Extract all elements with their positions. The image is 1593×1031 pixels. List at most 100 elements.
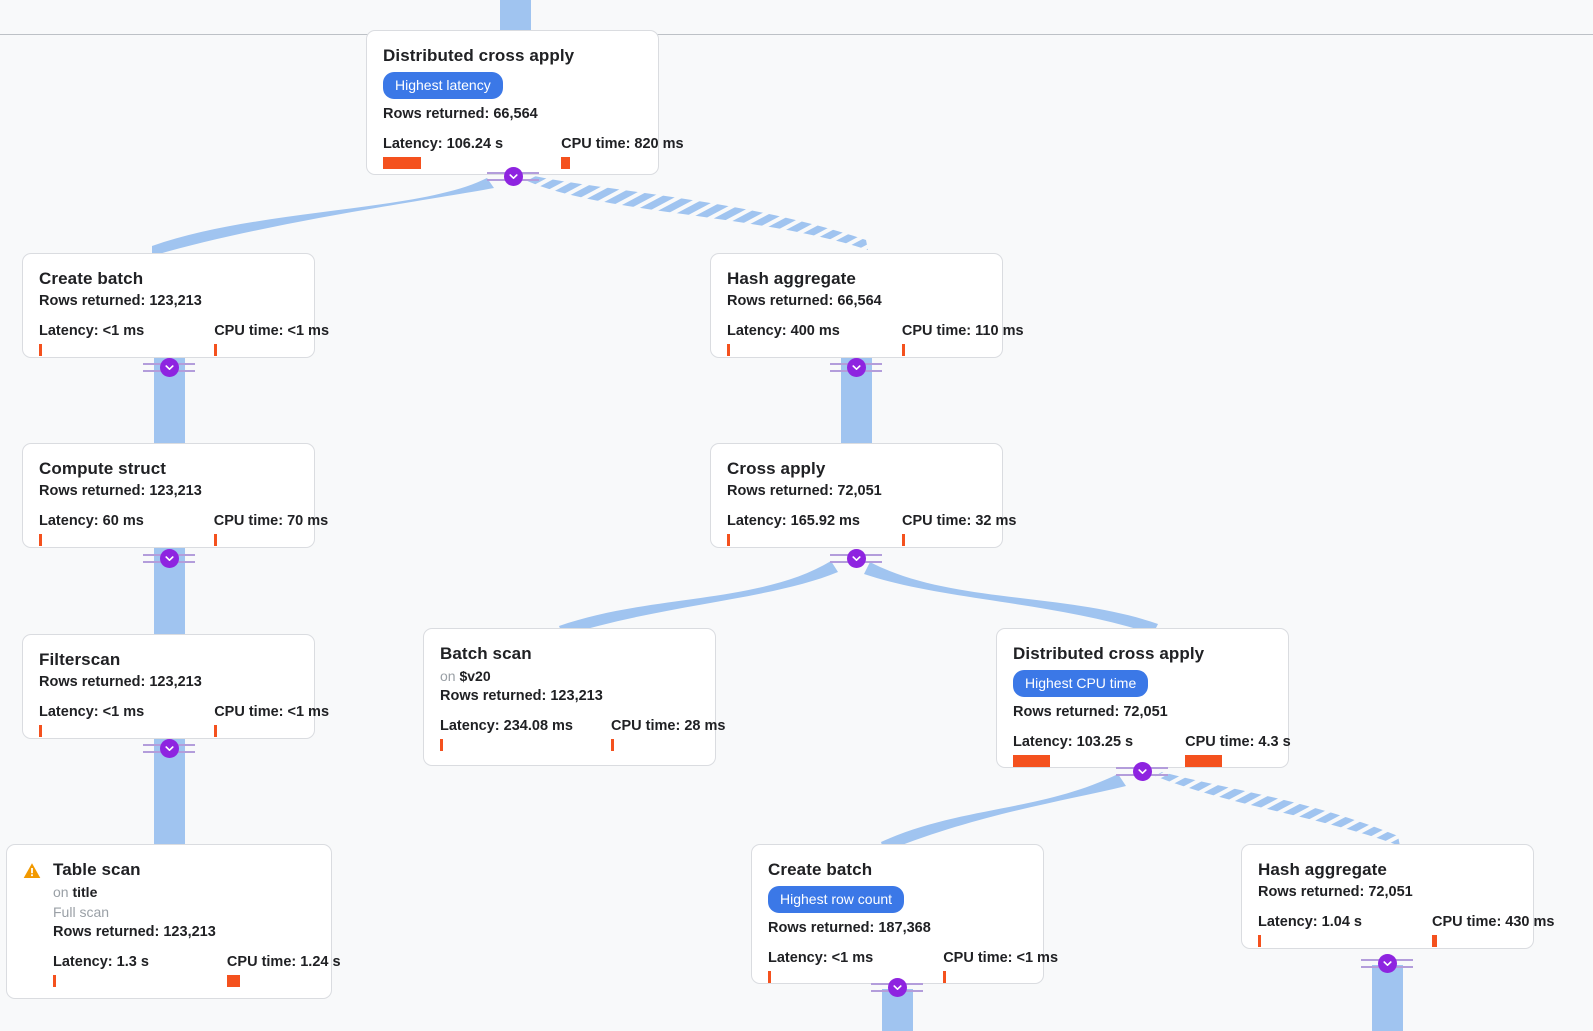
latency-bar	[727, 344, 730, 356]
collapse-toggle-toggle-compute-struct[interactable]	[143, 548, 195, 568]
collapse-toggle-toggle-hash-aggregate-lower[interactable]	[1361, 953, 1413, 973]
collapse-toggle-toggle-filterscan[interactable]	[143, 738, 195, 758]
cpu-time-bar	[213, 534, 217, 546]
latency-metric: Latency: 106.24 s	[383, 136, 503, 169]
collapse-toggle-toggle-cross-apply[interactable]	[830, 548, 882, 568]
rows-returned-label: Rows returned: 72,051	[1258, 884, 1413, 900]
node-title: Cross apply	[727, 459, 826, 478]
latency-label: Latency: 1.04 s	[1258, 914, 1362, 930]
latency-metric: Latency: 60 ms	[39, 513, 144, 546]
collapse-toggle-toggle-top[interactable]	[487, 166, 539, 186]
latency-bar	[440, 739, 443, 751]
rows-returned-label: Rows returned: 123,213	[39, 293, 202, 309]
cpu-time-label: CPU time: 70 ms	[213, 513, 329, 529]
cpu-time-metric: CPU time: 32 ms	[902, 513, 1016, 546]
node-title: Create batch	[768, 860, 873, 879]
chevron-down-icon[interactable]	[846, 548, 866, 568]
chevron-down-icon[interactable]	[887, 977, 907, 997]
chevron-down-icon[interactable]	[1132, 761, 1152, 781]
metrics-row: Latency: 1.3 s CPU time: 1.24 s	[53, 954, 341, 987]
cpu-time-bar	[1185, 755, 1223, 767]
collapse-toggle-toggle-create-batch-left[interactable]	[143, 357, 195, 377]
node-title: Distributed cross apply	[1013, 644, 1205, 663]
collapse-toggle-toggle-distributed-lower[interactable]	[1116, 761, 1168, 781]
chevron-down-icon[interactable]	[159, 357, 179, 377]
latency-bar	[1013, 755, 1050, 767]
node-target-value: $v20	[459, 668, 491, 684]
cpu-time-label: CPU time: <1 ms	[214, 704, 330, 720]
cpu-time-label: CPU time: <1 ms	[943, 950, 1059, 966]
latency-label: Latency: <1 ms	[39, 323, 145, 339]
cpu-time-bar	[902, 534, 905, 546]
latency-label: Latency: <1 ms	[768, 950, 874, 966]
latency-bar	[727, 534, 730, 546]
node-title: Filterscan	[39, 650, 121, 669]
chevron-down-icon[interactable]	[159, 548, 179, 568]
cpu-time-metric: CPU time: 1.24 s	[226, 954, 341, 987]
cpu-time-metric: CPU time: <1 ms	[214, 323, 329, 356]
collapse-toggle-toggle-create-batch-lower[interactable]	[871, 977, 923, 997]
rows-returned-label: Rows returned: 123,213	[440, 688, 603, 704]
latency-bar	[39, 725, 42, 737]
chevron-down-icon[interactable]	[503, 166, 523, 186]
chevron-down-icon[interactable]	[1377, 953, 1397, 973]
cpu-time-label: CPU time: 4.3 s	[1185, 734, 1291, 750]
latency-bar	[768, 971, 771, 983]
latency-metric: Latency: 165.92 ms	[727, 513, 860, 546]
collapse-toggle-toggle-hash-aggregate-mid[interactable]	[830, 357, 882, 377]
latency-metric: Latency: 234.08 ms	[440, 718, 573, 751]
cpu-time-bar	[901, 344, 905, 356]
cpu-time-metric: CPU time: 430 ms	[1431, 914, 1555, 947]
latency-bar	[39, 344, 42, 356]
node-title: Hash aggregate	[727, 269, 856, 288]
warning-triangle-icon	[23, 862, 41, 880]
cpu-time-metric: CPU time: <1 ms	[214, 704, 329, 737]
latency-label: Latency: <1 ms	[39, 704, 145, 720]
cpu-time-bar	[943, 971, 947, 983]
latency-label: Latency: 1.3 s	[53, 954, 149, 970]
cpu-time-metric: CPU time: 28 ms	[611, 718, 725, 751]
node-title: Distributed cross apply	[383, 46, 575, 65]
latency-label: Latency: 165.92 ms	[727, 513, 860, 529]
cpu-time-label: CPU time: 1.24 s	[226, 954, 341, 970]
cpu-time-label: CPU time: 820 ms	[561, 136, 684, 152]
node-title: Hash aggregate	[1258, 860, 1387, 879]
node-title: Create batch	[39, 269, 144, 288]
metrics-row: Latency: 60 ms CPU time: 70 ms	[39, 513, 328, 546]
cpu-time-metric: CPU time: 820 ms	[561, 136, 684, 169]
cpu-time-bar	[214, 725, 218, 737]
latency-bar	[39, 534, 42, 546]
cpu-time-label: CPU time: 430 ms	[1431, 914, 1555, 930]
chevron-down-icon[interactable]	[846, 357, 866, 377]
rows-returned-label: Rows returned: 123,213	[39, 674, 202, 690]
latency-metric: Latency: <1 ms	[768, 950, 873, 983]
cpu-time-label: CPU time: <1 ms	[214, 323, 330, 339]
rows-returned-label: Rows returned: 123,213	[39, 483, 202, 499]
cpu-time-bar	[561, 157, 571, 169]
metrics-row: Latency: 1.04 s CPU time: 430 ms	[1258, 914, 1554, 947]
node-target-value: title	[72, 884, 98, 900]
node-scan-type: Full scan	[53, 904, 110, 920]
latency-metric: Latency: 1.3 s	[53, 954, 149, 987]
cpu-time-bar	[214, 344, 218, 356]
cpu-time-bar	[226, 975, 240, 987]
latency-label: Latency: 400 ms	[727, 323, 840, 339]
cpu-time-metric: CPU time: 70 ms	[213, 513, 329, 546]
node-target-line: on title	[53, 883, 315, 902]
cpu-time-label: CPU time: 28 ms	[611, 718, 726, 734]
chevron-down-icon[interactable]	[159, 738, 179, 758]
rows-returned-label: Rows returned: 72,051	[1013, 704, 1168, 720]
